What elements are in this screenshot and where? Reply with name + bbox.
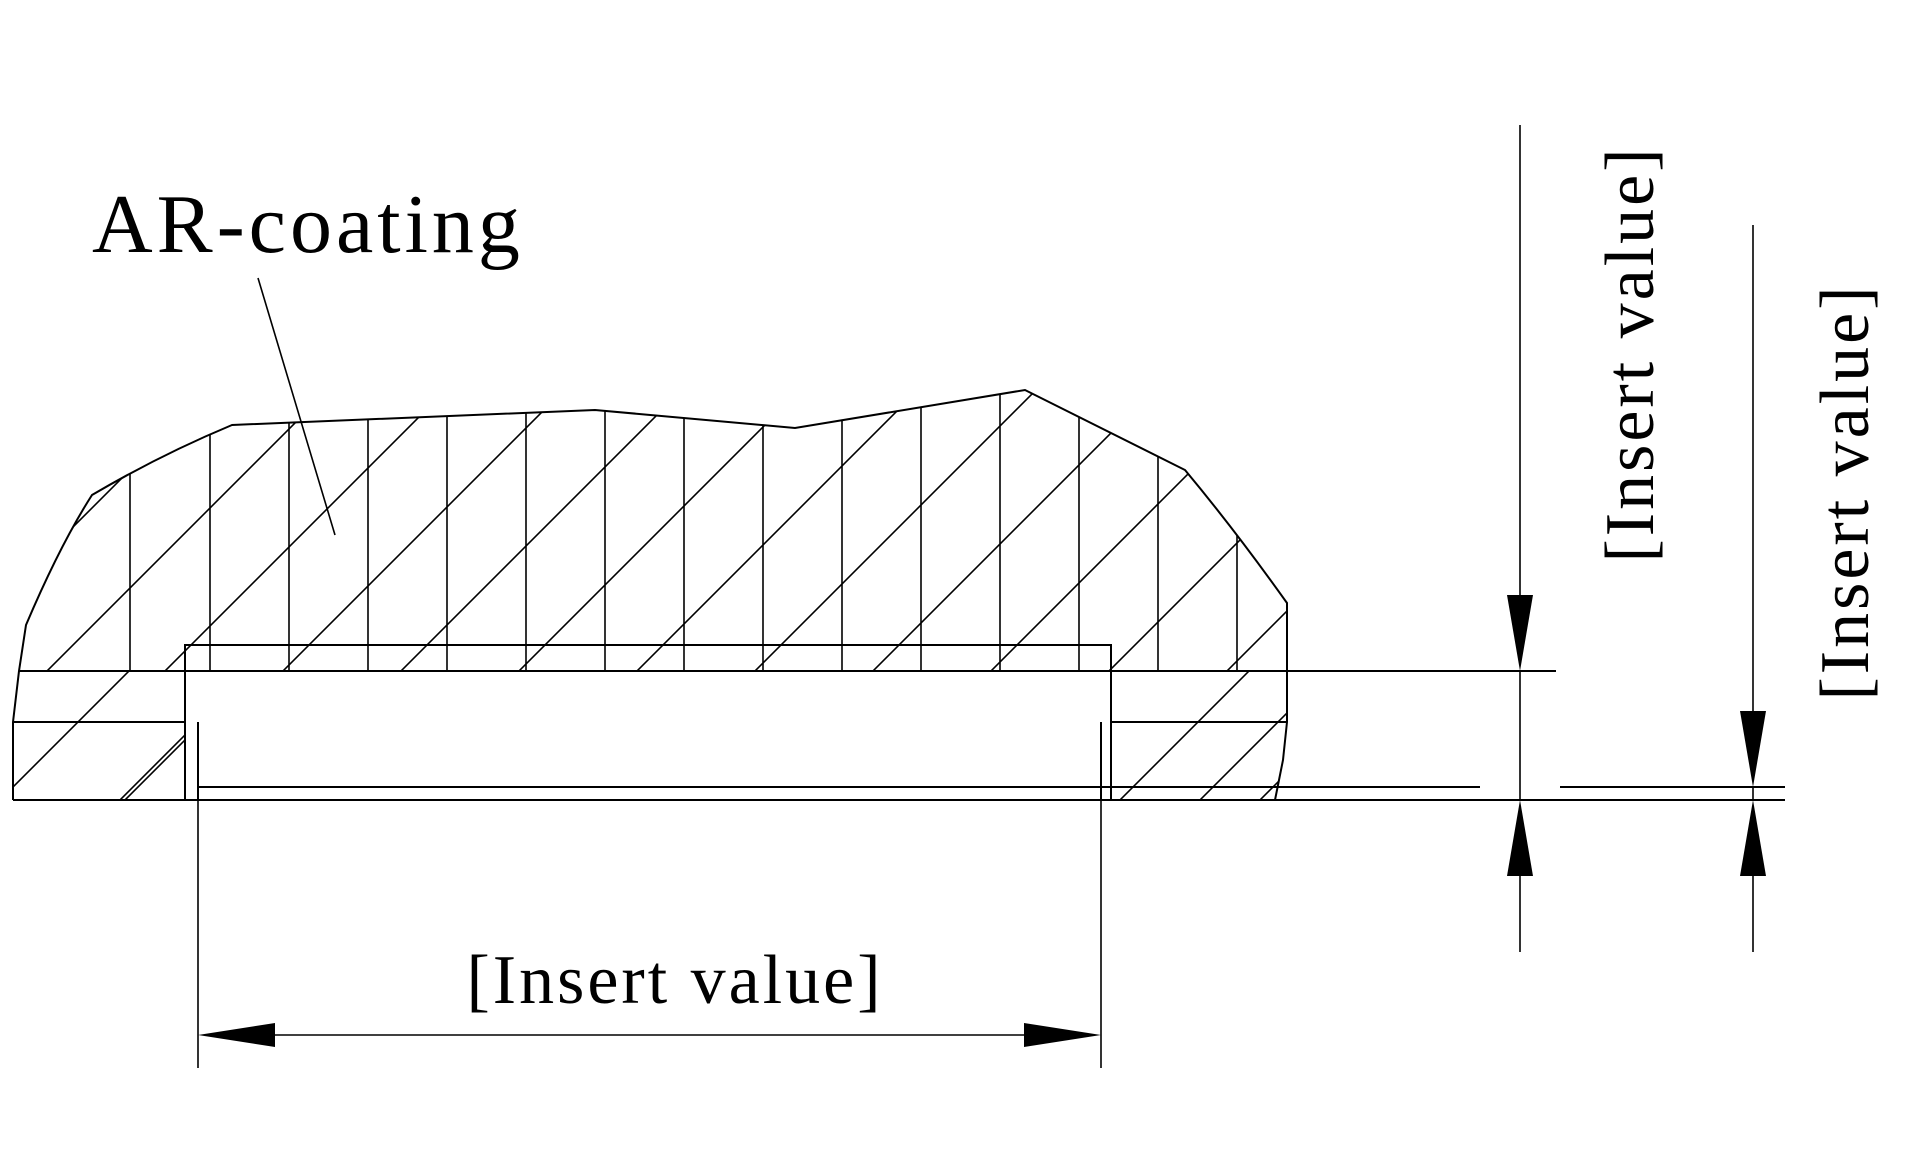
part-outline	[12, 388, 1785, 801]
coating-hatch-right	[1111, 671, 1287, 800]
dimension-width	[197, 800, 1102, 1068]
inner-height-dimension-label: [Insert value]	[1807, 283, 1884, 700]
coating-hatch-top	[19, 390, 1287, 671]
diagonal-hatch	[19, 390, 1287, 671]
coating-hatch-left	[13, 671, 185, 800]
dimension-height-outer	[1507, 125, 1533, 952]
dimension-height-inner	[1740, 225, 1766, 952]
coating-label: AR-coating	[92, 178, 524, 271]
outer-height-dimension-label: [Insert value]	[1592, 145, 1669, 562]
vertical-hatch	[129, 390, 1238, 671]
width-dimension-label: [Insert value]	[466, 942, 883, 1019]
coating-leader	[257, 277, 336, 536]
